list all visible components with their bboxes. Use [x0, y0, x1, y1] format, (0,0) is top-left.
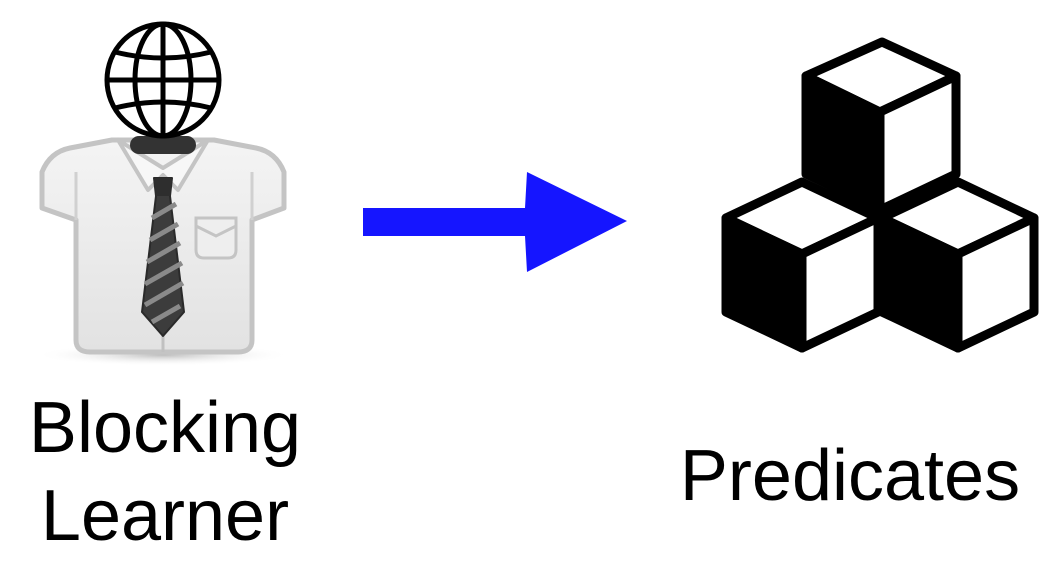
- target-node-label: Predicates: [679, 436, 1021, 516]
- employee-globe-head-icon: [35, 21, 291, 366]
- source-node-label: Blocking Learner: [0, 384, 330, 560]
- right-arrow-icon: [363, 172, 627, 272]
- source-node-label-line: Learner: [40, 476, 290, 556]
- stacked-cubes-icon: [721, 37, 1039, 353]
- source-node-label-line: Blocking: [28, 388, 302, 468]
